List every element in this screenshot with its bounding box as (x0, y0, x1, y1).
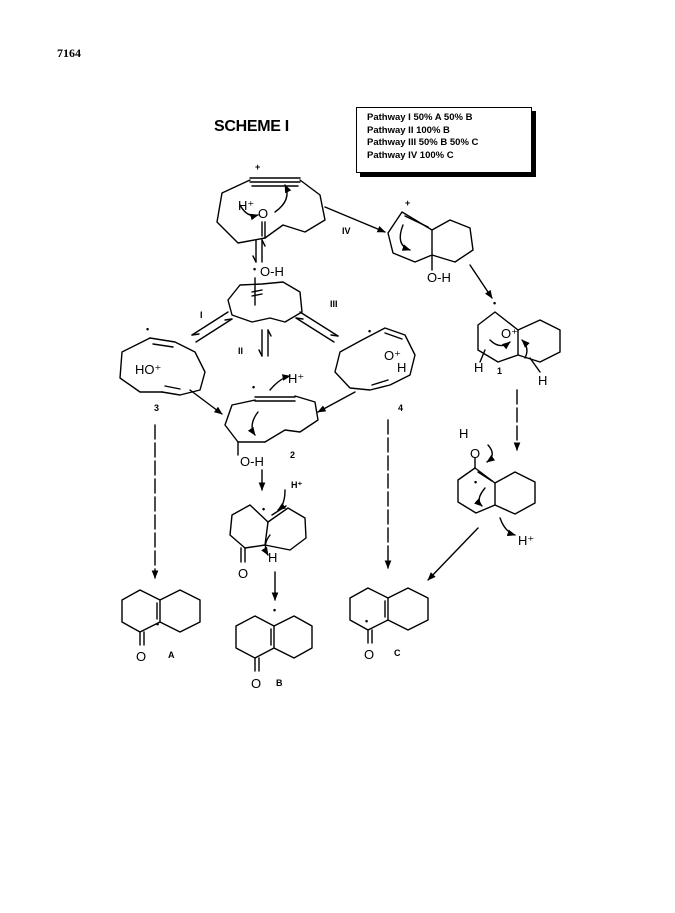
intermediate-b (229, 489, 307, 563)
enol-intermediate (457, 444, 536, 537)
c2-dot: • (252, 382, 255, 392)
enol-dot: • (474, 477, 477, 487)
c2-oh: O-H (240, 454, 264, 469)
bint-oxygen: O (238, 566, 248, 581)
arrow-pathway-4 (324, 206, 386, 233)
c1-h-right: H (538, 373, 547, 388)
equilibrium-pathway-1 (191, 311, 233, 343)
enol-h-plus: H⁺ (518, 533, 534, 548)
legend-pathway-1: Pathway I 50% A 50% B (367, 112, 473, 123)
C-oxygen: O (364, 647, 374, 662)
arrow-iv-to-1 (469, 264, 493, 299)
c3-ho-plus: HO⁺ (135, 362, 161, 377)
product-C (349, 587, 429, 644)
c1-h-left: H (474, 360, 483, 375)
legend-pathway-2: Pathway II 100% B (367, 124, 450, 136)
product-A (121, 589, 201, 646)
iv-oh: O-H (427, 270, 451, 285)
start-plus: + (255, 162, 260, 172)
C-label: C (394, 648, 401, 658)
c3-dot: • (146, 324, 149, 334)
compound-4 (334, 327, 416, 391)
legend-pathway-4: Pathway IV 100% C (367, 149, 454, 161)
legend-pathway-3: Pathway III 50% B 50% C (367, 137, 479, 148)
B-label: B (276, 678, 283, 688)
A-oxygen: O (136, 649, 146, 664)
compound-1 (477, 311, 561, 373)
pathway-ii-label: II (238, 346, 243, 356)
C-dot: • (365, 616, 368, 626)
page-number: 7164 (57, 46, 81, 60)
c4-label: 4 (398, 403, 403, 413)
c1-dot: • (493, 298, 496, 308)
intermediate-iv (387, 211, 474, 271)
B-oxygen: O (251, 676, 261, 691)
A-label: A (168, 650, 175, 660)
enol-h-o: H (459, 426, 468, 441)
start-oxygen: O (258, 206, 268, 221)
start-ring (216, 177, 326, 244)
arrow-3-to-2 (189, 389, 223, 415)
scheme-title: SCHEME I (214, 118, 289, 135)
c2-label: 2 (290, 450, 295, 460)
equilibrium-pathway-2 (258, 329, 272, 357)
iv-plus: + (405, 198, 410, 208)
arrow-4-to-2 (317, 391, 356, 413)
equilibrium-pathway-3 (295, 311, 339, 343)
enol-o: O (470, 446, 480, 461)
c1-label: 1 (497, 366, 502, 376)
pathway-i-label: I (200, 310, 203, 320)
pathway-iv-label: IV (342, 226, 351, 236)
compound-3 (119, 337, 206, 396)
center-oh: O-H (260, 264, 284, 279)
pathway-legend: Pathway I 50% A 50% B Pathway II 100% B … (356, 107, 532, 173)
c4-dot: • (368, 326, 371, 336)
center-dot: • (253, 264, 256, 274)
center-oh-ring (227, 277, 303, 323)
product-B (235, 615, 313, 672)
compound-2 (224, 374, 319, 456)
c1-o-plus: O⁺ (501, 326, 518, 341)
c4-h: H (397, 360, 406, 375)
A-dot: • (156, 619, 159, 629)
c3-label: 3 (154, 403, 159, 413)
c4-o-plus: O⁺ (384, 348, 401, 363)
pathway-iii-label: III (330, 299, 338, 309)
c2-h-plus: H⁺ (288, 371, 304, 386)
equilibrium-start-center (252, 239, 266, 263)
bint-dot: • (262, 504, 265, 514)
bint-h-plus: H⁺ (291, 480, 302, 490)
start-h-plus: H⁺ (238, 198, 254, 213)
arrow-enol-to-C (427, 527, 479, 581)
B-dot: • (273, 605, 276, 615)
bint-h: H (268, 550, 277, 565)
